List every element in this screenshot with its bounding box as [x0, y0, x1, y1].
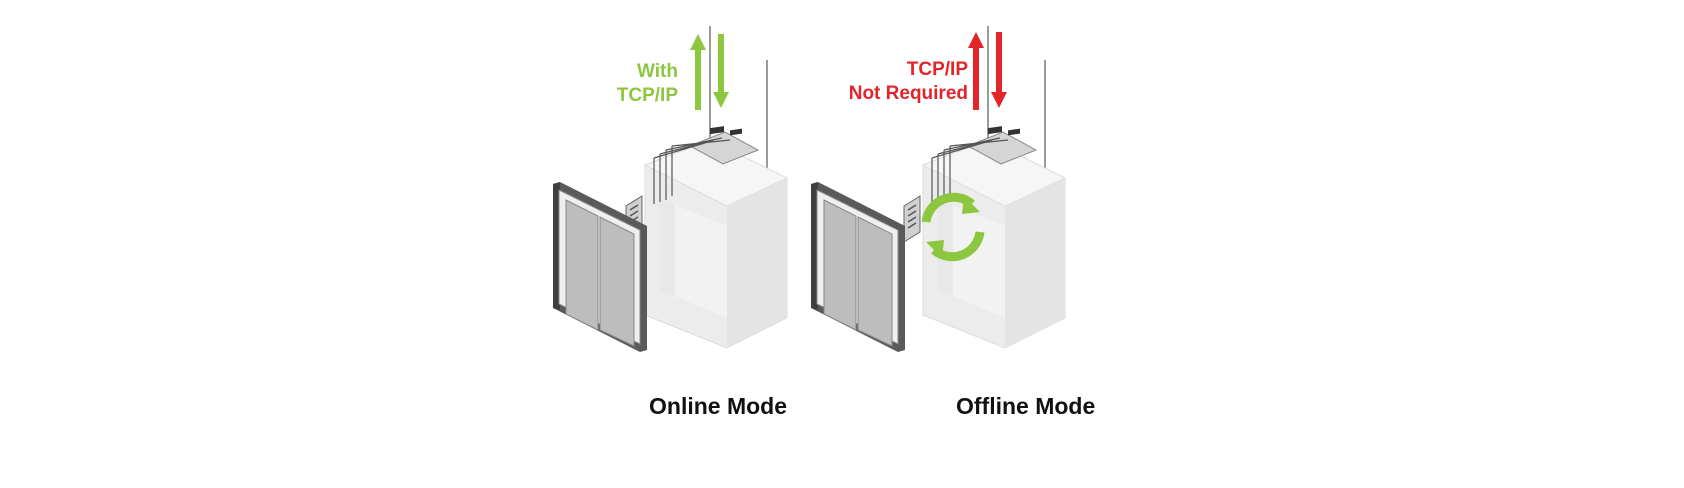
controller-board-icon: [931, 126, 1038, 204]
wall-keypad: [903, 195, 921, 243]
online-mode-panel: With TCP/IP Online Mode: [553, 0, 850, 488]
bidirectional-arrows-icon: [690, 34, 729, 110]
online-elevator-illustration: [553, 26, 789, 352]
bidirectional-arrows-icon: [968, 32, 1007, 110]
mode-label: Online Mode: [649, 393, 787, 419]
connection-label-line-2: TCP/IP: [616, 85, 678, 106]
mode-label: Offline Mode: [956, 393, 1096, 419]
controller-board-icon: [653, 126, 760, 204]
connection-label-line-2: Not Required: [848, 83, 968, 104]
connection-label: TCP/IP Not Required: [849, 58, 968, 106]
elevator-door-icon: [811, 182, 905, 352]
connection-label: With TCP/IP: [617, 60, 678, 108]
offline-elevator-illustration: [811, 26, 1067, 352]
elevator-car-icon: [921, 139, 1067, 349]
sync-icon: [921, 192, 985, 262]
connection-label-line-1: With: [637, 61, 678, 82]
offline-mode-panel: TCP/IP Not Required Offline Mode: [811, 0, 1128, 488]
elevator-door-icon: [553, 182, 647, 352]
connection-label-line-1: TCP/IP: [906, 59, 968, 80]
